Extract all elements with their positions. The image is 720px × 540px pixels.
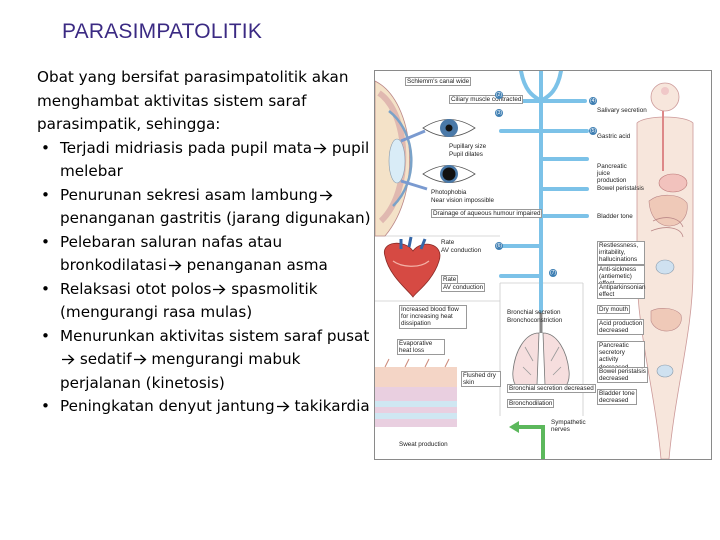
effect-item: • Menurunkan aktivitas sistem saraf pusat… bbox=[37, 325, 372, 396]
label-acid-state: decreased bbox=[599, 327, 629, 335]
bullet-marker: • bbox=[41, 397, 50, 415]
effect-text-after: spasmolitik (mengurangi rasa mulas) bbox=[60, 279, 318, 322]
label-drainage: Drainage of aqueous humour impaired bbox=[431, 209, 543, 219]
label-av-conduction: AV conduction bbox=[441, 247, 482, 254]
label-schlemm: Schlemm's canal wide bbox=[405, 77, 472, 87]
right-arrow-icon bbox=[312, 139, 327, 157]
slide-body: Obat yang bersifat parasimpatolitik akan… bbox=[37, 66, 372, 419]
effect-text-after: pupil melebar bbox=[60, 138, 370, 181]
label-blood-flow: Increased blood flow for increasing heat… bbox=[399, 305, 467, 329]
label-bladder-top: Bladder tone bbox=[597, 213, 633, 220]
marker-2: (2) bbox=[495, 91, 503, 99]
effect-text-after: takikardia bbox=[289, 397, 370, 415]
label-antiemetic: Anti-sickness (antiemetic) effect bbox=[597, 265, 645, 289]
right-arrow-icon bbox=[318, 186, 333, 204]
label-photophobia: Photophobia bbox=[431, 189, 467, 196]
label-bronchial-secretion: Bronchial secretion decreased bbox=[507, 384, 596, 394]
label-bronchodilation: Bronchodilation bbox=[507, 399, 555, 409]
anticholinergic-effects-figure: Schlemm's canal wide Ciliary muscle cont… bbox=[374, 70, 712, 460]
label-antiparkinson: Antiparkinsonian effect bbox=[597, 283, 646, 300]
label-near-vision: Near vision impossible bbox=[431, 197, 494, 204]
sympathetic-arrow-icon bbox=[509, 421, 519, 433]
effect-text-before: Penurunan sekresi asam lambung bbox=[60, 185, 318, 204]
marker-4: (4) bbox=[589, 97, 597, 105]
effect-text-before: Terjadi midriasis pada pupil mata bbox=[60, 138, 313, 157]
label-salivary: Salivary secretion bbox=[597, 107, 647, 114]
effect-text-after: mengurangi mabuk perjalanan (kinetosis) bbox=[60, 350, 301, 392]
eye-open-icon bbox=[422, 119, 476, 137]
bullet-marker: • bbox=[41, 279, 50, 298]
effects-list: • Terjadi midriasis pada pupil mata pupil… bbox=[37, 137, 372, 419]
bullet-marker: • bbox=[41, 232, 50, 251]
label-gastric: Gastric acid bbox=[597, 133, 631, 140]
marker-6: (6) bbox=[495, 242, 503, 250]
label-evaporative: Evaporative heat loss bbox=[397, 339, 445, 356]
label-bladder-state: decreased bbox=[599, 397, 629, 405]
intro-paragraph: Obat yang bersifat parasimpatolitik akan… bbox=[37, 68, 349, 133]
body-silhouette bbox=[636, 82, 694, 459]
heart-illustration bbox=[384, 236, 441, 298]
label-dry-mouth: Dry mouth bbox=[597, 305, 631, 315]
label-pancreatic-secretory-text: Pancreatic secretory activity bbox=[599, 342, 629, 364]
label-bladder-text: Bladder tone bbox=[599, 390, 635, 397]
label-bowel-state: decreased bbox=[599, 375, 629, 383]
marker-3: (3) bbox=[495, 109, 503, 117]
label-pupillary: Pupillary size bbox=[449, 143, 487, 150]
figure-illustration bbox=[375, 71, 694, 459]
effect-text-middle: sedatif bbox=[75, 350, 132, 368]
label-bowel-top: Bowel peristalsis bbox=[597, 185, 644, 192]
label-bronchoconstriction: Bronchoconstriction bbox=[507, 317, 563, 324]
sympathetic-nerve bbox=[517, 425, 545, 459]
effect-item: • Peningkatan denyut jantung takikardia bbox=[37, 395, 372, 419]
label-bowel-text: Bowel peristalsis bbox=[599, 368, 646, 375]
label-ciliary: Ciliary muscle contracted bbox=[449, 95, 524, 105]
label-sympathetic: Sympathetic nerves bbox=[551, 419, 586, 434]
label-pupil-state: Pupil dilates bbox=[449, 151, 483, 158]
effect-item: • Relaksasi otot polos spasmolitik (mengu… bbox=[37, 278, 372, 325]
nerve-pathway bbox=[499, 71, 589, 313]
bullet-marker: • bbox=[41, 185, 50, 204]
effect-text-before: Menurunkan aktivitas sistem saraf pusat bbox=[60, 326, 370, 345]
right-arrow-icon bbox=[60, 350, 75, 368]
bullet-marker: • bbox=[41, 138, 50, 157]
effect-item: • Penurunan sekresi asam lambung penangan… bbox=[37, 184, 372, 231]
effect-text-before: Pelebaran saluran nafas atau bronkodilat… bbox=[60, 232, 283, 275]
effect-text-before: Relaksasi otot polos bbox=[60, 279, 212, 298]
marker-5: (5) bbox=[589, 127, 597, 135]
effect-text-after: penanganan asma bbox=[181, 256, 328, 274]
eye-dilated-icon bbox=[422, 165, 476, 183]
label-av-conduction-increased: AV conduction bbox=[441, 283, 486, 293]
label-rate: Rate bbox=[441, 239, 455, 246]
label-restlessness: Restlessness, irritability, hallucinatio… bbox=[597, 241, 645, 265]
eye-cross-section bbox=[375, 80, 428, 237]
effect-text-after: penanganan gastritis (jarang digunakan) bbox=[60, 209, 371, 227]
label-bronchial-top: Bronchial secretion bbox=[507, 309, 561, 316]
label-acid-text: Acid production bbox=[599, 320, 643, 327]
label-flushed: Flushed dry skin bbox=[461, 371, 501, 388]
effect-item: • Terjadi midriasis pada pupil mata pupil… bbox=[37, 137, 372, 184]
right-arrow-icon bbox=[132, 350, 147, 368]
right-arrow-icon bbox=[211, 280, 226, 298]
effect-item: • Pelebaran saluran nafas atau bronkodila… bbox=[37, 231, 372, 278]
marker-7: (7) bbox=[549, 269, 557, 277]
label-pancreatic-secretory: Pancreatic secretory activitydecreased bbox=[597, 341, 645, 372]
right-arrow-icon bbox=[275, 397, 290, 415]
lungs-illustration bbox=[512, 311, 570, 391]
effect-text-before: Peningkatan denyut jantung bbox=[60, 397, 275, 415]
bullet-marker: • bbox=[41, 326, 50, 345]
label-pancreatic: Pancreatic juice production bbox=[597, 163, 627, 185]
slide-title: PARASIMPATOLITIK bbox=[62, 20, 263, 43]
right-arrow-icon bbox=[167, 256, 182, 274]
skin-illustration bbox=[375, 358, 457, 427]
label-sweat: Sweat production bbox=[399, 441, 448, 448]
